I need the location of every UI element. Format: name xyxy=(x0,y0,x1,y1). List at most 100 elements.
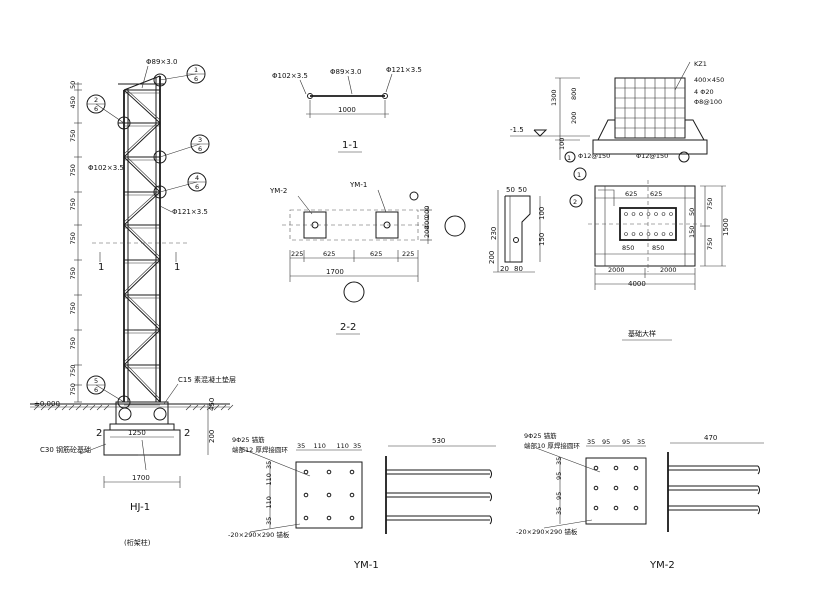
hj1-dim-1250: 1250 xyxy=(128,429,146,437)
anchor-hook xyxy=(489,469,492,479)
truss-diagonal xyxy=(123,364,161,403)
hj1-dim-label: 750 xyxy=(69,198,77,210)
anchor-bolt xyxy=(593,505,599,511)
bubble-top: 2 xyxy=(94,96,98,104)
found-level: -1.5 xyxy=(510,126,524,134)
hj1-num-right: 2 xyxy=(184,428,190,439)
truss-diagonal-inner xyxy=(123,191,158,223)
node-circle xyxy=(153,73,167,87)
ym1-dim-top: 110 xyxy=(314,442,326,450)
bubble-top: 4 xyxy=(195,174,199,182)
hj1-pipe-top-label: Φ89×3.0 xyxy=(146,58,177,66)
plan-bolt xyxy=(631,212,636,216)
ym1-dim-left: 110 xyxy=(265,496,273,508)
plan-bolt xyxy=(669,232,673,236)
mid-dim-side-c: 150 xyxy=(538,233,546,246)
hj1-subtitle: (桁架柱) xyxy=(124,538,151,547)
truss-diagonal-inner xyxy=(126,294,161,328)
hj1-ground-level: ±0.000 xyxy=(34,400,60,408)
bubble-bottom: 6 xyxy=(94,386,98,394)
s22-right-dim: 400 xyxy=(423,217,431,229)
hj1-dim-1700: 1700 xyxy=(132,474,150,482)
ym2-dim-left: 95 xyxy=(555,472,563,480)
found-kz-bar: 4 Φ20 xyxy=(694,88,714,96)
s22-right-dim: 200 xyxy=(423,226,431,238)
ym2-dim-top: 35 xyxy=(587,438,595,446)
ym2-weld-note: 端部10 厚焊接圆环 xyxy=(524,441,580,450)
plan-dim-inner: 850 xyxy=(622,244,634,252)
bubble-leader xyxy=(95,103,125,124)
plan-dim-bottom: 2000 xyxy=(660,266,677,274)
s22-title: 2-2 xyxy=(340,322,356,333)
plan-bolt xyxy=(661,212,666,216)
plan-bolt xyxy=(624,232,628,236)
s11-dim: 1000 xyxy=(338,106,356,114)
truss-diagonal xyxy=(123,89,161,124)
plan-dim-top: 625 xyxy=(625,190,637,198)
ym2-plate-note: -20×290×290 锚板 xyxy=(516,527,578,536)
hj1-dim-label: 750 xyxy=(69,164,77,176)
hj1-dim-label: 750 xyxy=(69,232,77,244)
anchor-bolt xyxy=(633,505,639,511)
mid-dim-side-b: 100 xyxy=(538,207,546,220)
s22-dim-label: 225 xyxy=(291,250,303,258)
found-kz: KZ1 xyxy=(694,60,707,68)
hj1-dim-label: 450 xyxy=(69,96,77,108)
found-mark-1-b: 1 xyxy=(577,171,581,179)
found-rebar-a: Φ12@150 xyxy=(578,152,610,160)
ym1-dim-top: 110 xyxy=(337,442,349,450)
hj1-dim-label: 750 xyxy=(69,383,77,395)
s22-right-dim: 200 xyxy=(423,206,431,218)
s11-pipe-b: Φ89×3.0 xyxy=(330,68,361,76)
anchor-bolt xyxy=(593,465,599,471)
hj1-dim-200: 200 xyxy=(208,430,216,443)
truss-diagonal-inner xyxy=(126,224,161,258)
hj1-dim-label: 750 xyxy=(69,130,77,142)
ym1-dim-left: 35 xyxy=(265,517,273,525)
hj1-dim-450: 450 xyxy=(208,398,216,411)
anchor-bolt xyxy=(613,465,619,471)
ground-hatch-line xyxy=(54,404,61,411)
ground-hatch-line xyxy=(68,404,75,411)
found-plan-total: 4000 xyxy=(628,280,646,288)
ym1-dim-left: 110 xyxy=(265,473,273,485)
ground-hatch-line xyxy=(89,404,96,411)
ym1-dim-left: 35 xyxy=(265,461,273,469)
ym1-plate-note: -20×290×290 锚板 xyxy=(228,530,290,539)
found-dim-800: 800 xyxy=(570,88,578,100)
mid-dim-top-b: 50 xyxy=(518,186,527,194)
plan-bolt xyxy=(661,232,666,236)
ground-hatch-line xyxy=(61,404,68,411)
truss-diagonal-inner xyxy=(123,122,158,155)
anchor-bolt xyxy=(326,469,332,475)
truss-diagonal xyxy=(123,329,161,366)
ym2-title: YM-2 xyxy=(649,560,675,571)
ground-hatch-line xyxy=(103,404,110,411)
truss-diagonal xyxy=(123,294,161,331)
hj1-pipe-chord-label: Φ121×3.5 xyxy=(172,208,208,216)
found-dim-100: 100 xyxy=(558,138,566,150)
anchor-bolt xyxy=(349,469,355,475)
bubble-bottom: 6 xyxy=(198,145,202,153)
hj1-c15-label: C15 素混凝土垫层 xyxy=(178,375,236,384)
truss-diagonal xyxy=(123,122,161,158)
found-title: 基础大样 xyxy=(628,329,656,338)
bubble-leader xyxy=(95,384,125,403)
ym1-title: YM-1 xyxy=(353,560,379,571)
node-circle xyxy=(153,150,167,164)
truss-diagonal xyxy=(123,224,161,261)
s11-pipe-c: Φ121×3.5 xyxy=(386,66,422,74)
node-circle xyxy=(153,185,167,199)
found-plan-right-total: 1500 xyxy=(722,218,730,236)
mid-dim-side-a: 230 xyxy=(490,227,498,240)
ground-hatch-line xyxy=(199,404,206,411)
truss-diagonal-inner xyxy=(126,89,161,121)
anchor-bolt xyxy=(303,515,309,521)
foundation-detail: KZ1 400×450 4 Φ20 Φ8@100 -1.5 1300 800 2… xyxy=(510,60,730,341)
ym2-dim-top: 95 xyxy=(602,438,610,446)
hj1-dim-label: 750 xyxy=(69,365,77,377)
mid-dim-bottom-a: 20 xyxy=(500,265,509,273)
